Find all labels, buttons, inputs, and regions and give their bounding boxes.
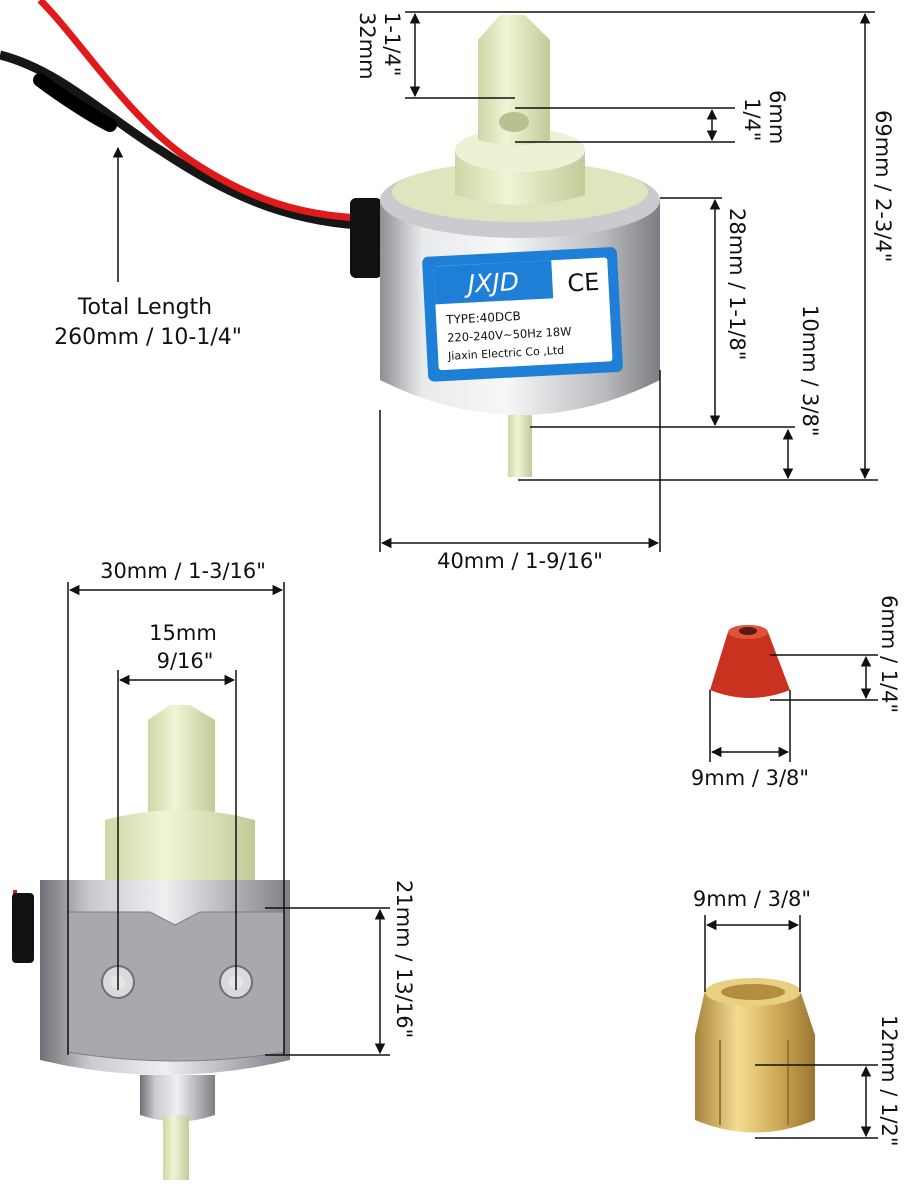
cable-grommet — [350, 198, 382, 278]
nozzle-length-mm: 32mm — [355, 12, 379, 80]
ce-mark: CE — [567, 268, 600, 298]
hole-spacing-in: 9/16" — [157, 649, 214, 673]
cable-length-label: 260mm / 10-1/4" — [54, 325, 242, 350]
type-text: TYPE:40DCB — [445, 309, 521, 327]
pump-side-view: JXJD CE TYPE:40DCB 220-240V~50Hz 18W Jia… — [350, 15, 660, 477]
seal-width-label: 9mm / 3/8" — [691, 766, 809, 790]
front-dimension-lines — [67, 582, 390, 1056]
front-cable-grommet — [12, 893, 34, 963]
rating-text: 220-240V~50Hz 18W — [447, 324, 572, 344]
nozzle-length-in: 1-1/4" — [380, 12, 404, 76]
bracket-height-label: 21mm / 13/16" — [392, 880, 416, 1038]
total-height-label: 69mm / 2-3/4" — [871, 110, 895, 262]
nut-height-label: 12mm / 1/2" — [877, 1015, 901, 1147]
power-cable — [0, 0, 361, 230]
red-seal — [710, 625, 790, 698]
nut-dimension-lines — [704, 915, 878, 1139]
inlet-length-label: 10mm / 3/8" — [798, 305, 822, 437]
brand-text: JXJD — [462, 267, 520, 299]
outlet-dia-mm: 6mm — [765, 90, 789, 144]
hole-spacing-mm: 15mm — [149, 621, 217, 645]
body-height-label: 28mm / 1-1/8" — [725, 208, 749, 360]
seal-dimension-lines — [709, 654, 878, 762]
pump-front-view — [12, 705, 290, 1180]
nut-width-label: 9mm / 3/8" — [693, 887, 811, 911]
maker-text: Jiaxin Electric Co ,Ltd — [447, 344, 565, 363]
seal-height-label: 6mm / 1/4" — [877, 595, 901, 713]
brass-nut — [695, 978, 815, 1133]
cable-title-label: Total Length — [77, 295, 212, 320]
body-width-label: 40mm / 1-9/16" — [437, 549, 603, 573]
front-width-label: 30mm / 1-3/16" — [100, 559, 266, 583]
outlet-dia-in: 1/4" — [740, 98, 764, 141]
top-dimension-lines — [112, 11, 878, 552]
